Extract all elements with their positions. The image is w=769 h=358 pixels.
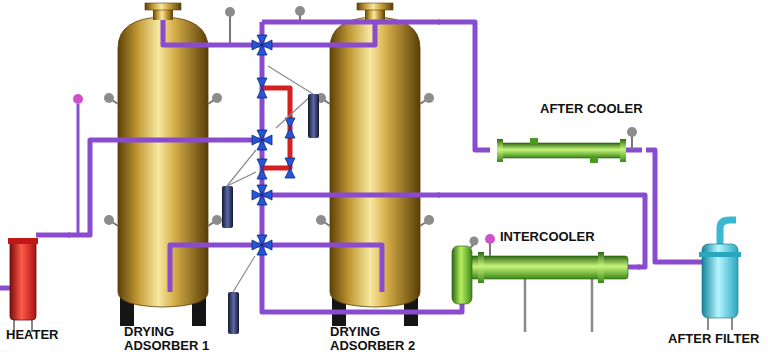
after-cooler-symbol	[497, 127, 637, 163]
pipe	[262, 20, 440, 25]
pipe	[262, 245, 462, 312]
equipment-node: HEATER	[2, 228, 68, 354]
gauge	[104, 215, 114, 225]
gauge	[295, 6, 305, 16]
four-way-valve	[252, 35, 272, 55]
equipment-node: DRYING ADSORBER 1	[112, 0, 224, 358]
actuator-line	[227, 172, 256, 186]
equipment-label: INTERCOOLER	[500, 230, 595, 244]
four-way-valve	[252, 235, 272, 255]
adsorber-vessel	[118, 3, 208, 326]
gauge	[470, 237, 479, 246]
filter-flange	[699, 252, 741, 257]
actuator-cylinder	[228, 292, 239, 334]
gauge	[485, 234, 495, 244]
pipe-connector	[646, 150, 664, 262]
gauge	[627, 127, 637, 137]
gauge-stub	[489, 243, 491, 256]
vessel-flange	[145, 3, 181, 10]
gauge	[212, 215, 222, 225]
valve-actuators	[222, 66, 319, 334]
pipe-connector	[68, 140, 112, 235]
actuator-cylinder	[308, 94, 319, 138]
intercooler-symbol	[452, 234, 628, 332]
gauge	[212, 93, 222, 103]
intercooler-flange	[478, 252, 484, 283]
equipment-label: HEATER	[6, 328, 58, 342]
heater-cap	[8, 238, 38, 244]
support-leg	[591, 279, 594, 332]
four-way-valve	[252, 185, 272, 205]
heater-body	[10, 240, 36, 320]
cooler-shell	[500, 143, 624, 158]
vessel-flange	[357, 3, 393, 10]
pipe	[262, 193, 440, 198]
cooler-flange	[620, 139, 626, 162]
equipment-label: DRYING ADSORBER 2	[330, 325, 422, 353]
two-way-valve	[285, 158, 295, 178]
gauge	[104, 93, 114, 103]
equipment-node: AFTER COOLER	[490, 98, 646, 164]
cooler-nozzle	[590, 157, 598, 163]
vessel-shell	[118, 17, 208, 307]
valve-manifold	[252, 35, 295, 255]
cooler-flange	[497, 139, 503, 162]
pipework	[78, 20, 704, 312]
support-leg	[524, 279, 527, 332]
pipe	[163, 20, 262, 45]
four-way-valve	[252, 130, 272, 150]
cooler-nozzle	[530, 138, 538, 144]
vessel-shell	[330, 17, 420, 307]
intercooler-flange	[598, 252, 604, 283]
actuator-line	[276, 94, 313, 128]
actuator-line	[227, 150, 256, 186]
heater-symbol	[0, 235, 70, 332]
two-way-valve	[257, 159, 267, 179]
separator-vessel	[452, 246, 472, 304]
gauge	[424, 215, 434, 225]
equipment-label: AFTER FILTER	[668, 332, 759, 346]
gauge-stub	[77, 104, 80, 235]
actuator-cylinder	[222, 186, 233, 228]
pipe-connector	[438, 195, 645, 267]
gauge-stub	[631, 136, 633, 150]
gauge	[424, 93, 434, 103]
equipment-label: AFTER COOLER	[540, 102, 643, 116]
two-way-valve	[257, 78, 267, 98]
equipment-node: DRYING ADSORBER 2	[326, 0, 438, 358]
pipe	[112, 138, 262, 143]
gauge	[316, 215, 326, 225]
equipment-label: DRYING ADSORBER 1	[124, 325, 216, 353]
pipe	[262, 245, 382, 292]
pipe-connector	[438, 22, 490, 150]
intercooler-shell	[470, 256, 628, 279]
two-way-valve	[285, 118, 295, 138]
outlet-pipe	[36, 233, 70, 238]
after-filter-symbol	[699, 220, 741, 330]
actuator-line	[268, 66, 313, 94]
actuator-line	[233, 256, 255, 292]
pipe	[664, 260, 704, 265]
gauge	[225, 7, 235, 17]
pipe	[170, 245, 262, 292]
adsorber-vessel	[330, 3, 420, 326]
equipment-node: AFTER FILTER	[664, 215, 765, 355]
gauge-stub	[229, 16, 231, 45]
equipment-node: INTERCOOLER	[448, 228, 638, 312]
pipe	[626, 148, 642, 153]
gauge	[73, 94, 83, 104]
